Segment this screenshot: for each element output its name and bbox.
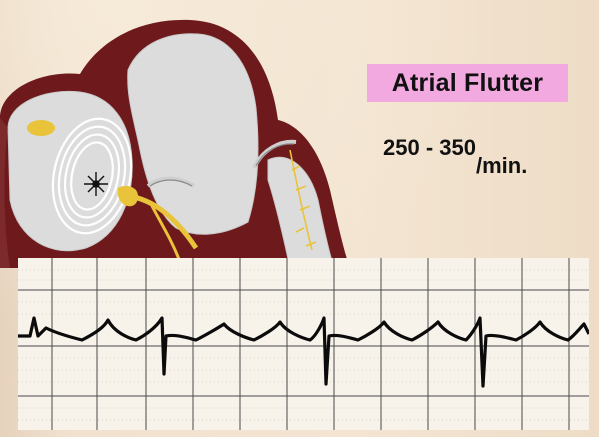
title: Atrial Flutter xyxy=(391,68,544,97)
rate-unit: /min. xyxy=(475,153,528,178)
rate-value: 250 - 350 xyxy=(383,135,476,160)
title-badge: Atrial Flutter xyxy=(367,64,568,102)
ecg-grid-major xyxy=(18,258,589,430)
sa-node xyxy=(27,120,55,136)
valve-leaflet-left-inner xyxy=(149,179,193,187)
valve-leaflet-right xyxy=(252,139,297,169)
bundle-of-his xyxy=(129,193,199,250)
bundle-branch xyxy=(148,201,182,263)
heart-illustration xyxy=(0,19,350,269)
left-wall-highlight xyxy=(0,118,10,268)
purkinje-fibers xyxy=(289,149,317,251)
flutter-circuit xyxy=(51,117,133,235)
valve-leaflet-right-inner xyxy=(255,143,295,167)
av-node xyxy=(117,185,139,207)
left-atrium-chamber xyxy=(127,33,259,235)
ecg-strip xyxy=(18,258,589,430)
ectopic-focus-star xyxy=(84,172,108,196)
ecg-trace xyxy=(18,316,589,388)
rate-label: 250 - 350/min. xyxy=(383,135,527,178)
valve-leaflet-left xyxy=(146,176,196,188)
